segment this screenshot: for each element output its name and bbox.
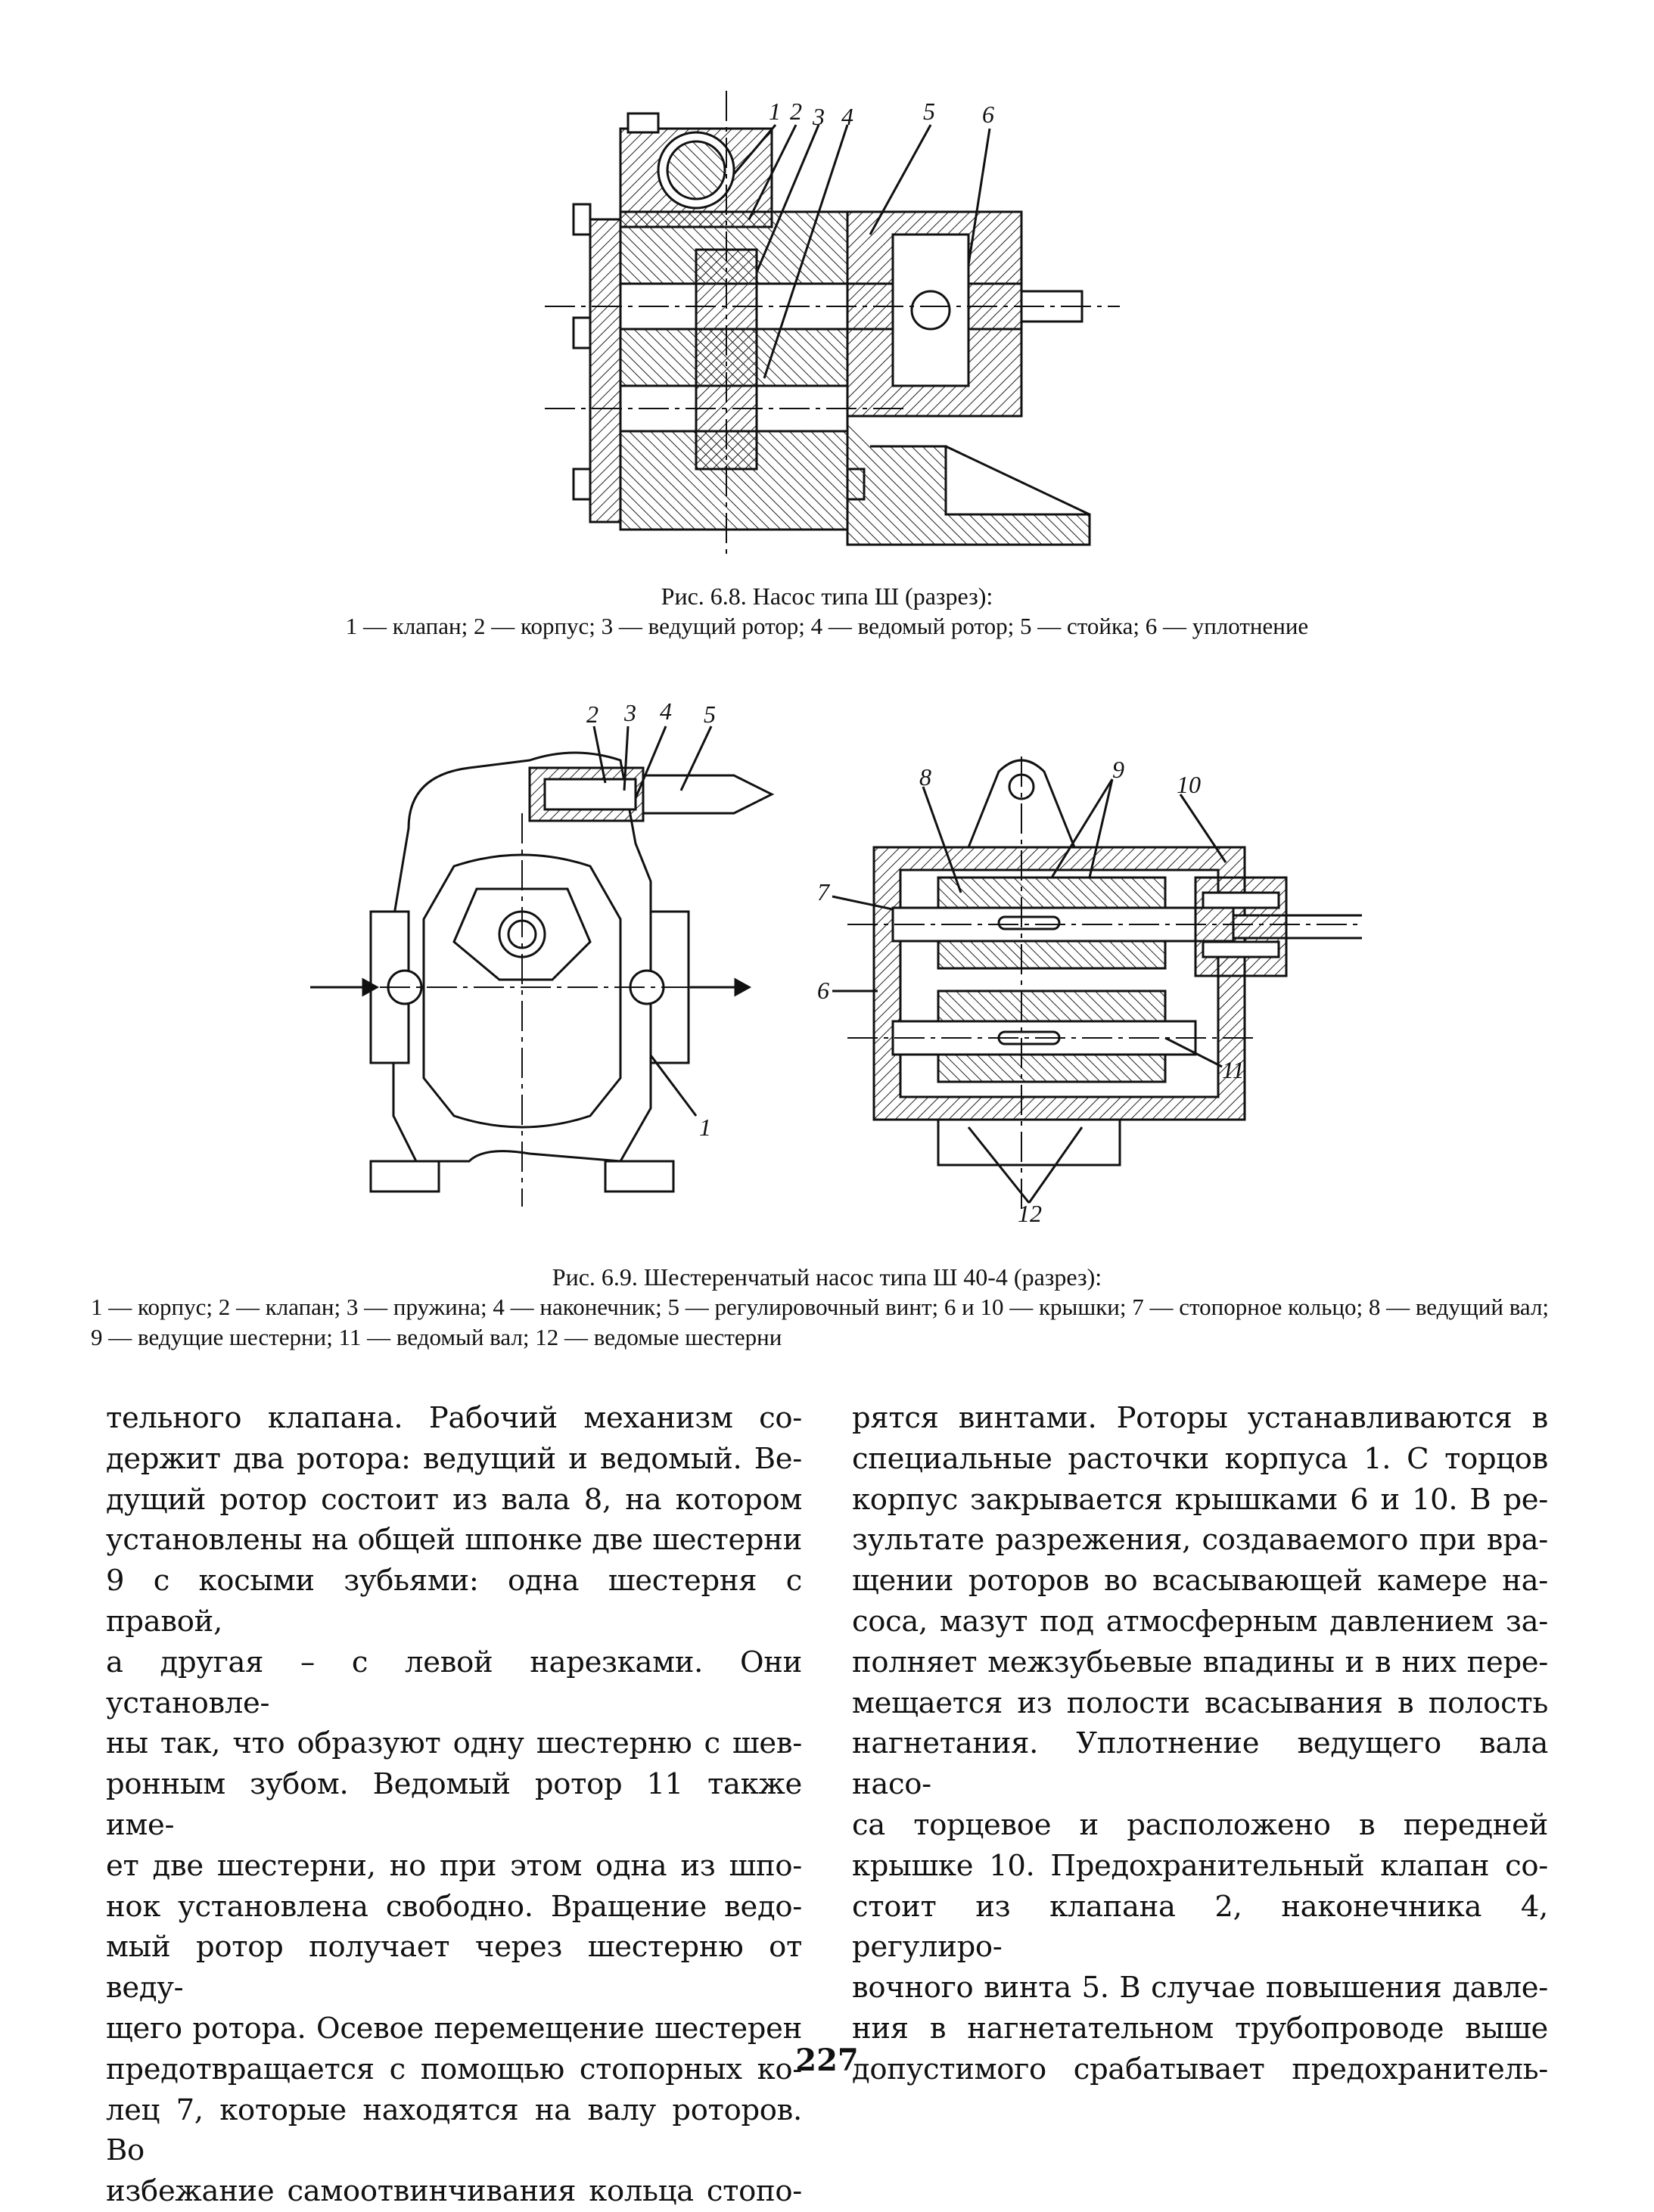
figure-6-8-pump-section: 1 2 3 4 5 6: [545, 91, 1120, 560]
fig2-left-label: 3: [623, 699, 636, 726]
text-line: ет две шестерни, но при этом одна из шпо…: [106, 1848, 802, 1883]
text-line: установлены на общей шпонке две шестерни: [106, 1523, 802, 1558]
text-line: нагнетания. Уплотнение ведущего вала нас…: [852, 1726, 1548, 1802]
right-column: рятся винтами. Роторы устанавливаются в …: [852, 1398, 1548, 2090]
text-line: лец 7, которые находятся на валу роторов…: [106, 2092, 802, 2168]
text-line: избежание самоотвинчивания кольца стопо-: [106, 2174, 802, 2209]
fig2-right-label: 7: [817, 878, 831, 906]
text-line: ния в нагнетательном трубопроводе выше: [852, 2011, 1548, 2046]
text-line: ронным зубом. Ведомый ротор 11 также име…: [106, 1767, 802, 1842]
left-column: тельного клапана. Рабочий механизм со- д…: [106, 1398, 802, 2212]
text-line: 9 с косыми зубьями: одна шестерня с прав…: [106, 1564, 802, 1639]
text-line: корпус закрывается крышками 6 и 10. В ре…: [852, 1482, 1548, 1517]
figure-6-9-pump-front-view: 2 3 4 5 1: [310, 697, 775, 1207]
text-line: стоит из клапана 2, наконечника 4, регул…: [852, 1889, 1548, 1965]
fig2-right-label: 6: [817, 977, 829, 1004]
text-line: ны так, что образуют одну шестерню с шев…: [106, 1726, 802, 1761]
fig2-left-label: 4: [660, 697, 672, 725]
text-line: держит два ротора: ведущий и ведомый. Ве…: [106, 1441, 802, 1476]
text-line: мещается из полости всасывания в полость: [852, 1685, 1548, 1720]
fig2-left-label: 5: [704, 701, 716, 728]
figure-6-9-caption: Рис. 6.9. Шестеренчатый насос типа Ш 40-…: [91, 1262, 1563, 1353]
text-line: тельного клапана. Рабочий механизм со-: [106, 1401, 802, 1435]
fig2-right-label: 9: [1112, 756, 1124, 783]
fig1-label: 5: [923, 98, 935, 125]
body-text-columns: тельного клапана. Рабочий механизм со- д…: [106, 1398, 1548, 2208]
fig2-right-label: 10: [1177, 771, 1201, 798]
fig2-left-label: 1: [699, 1114, 711, 1141]
text-line: соса, мазут под атмосферным давлением за…: [852, 1604, 1548, 1639]
text-line: а другая – с левой нарезками. Они устано…: [106, 1645, 802, 1720]
text-line: вочного винта 5. В случае повышения давл…: [852, 1971, 1548, 2005]
fig1-label: 3: [812, 103, 825, 130]
text-line: дущий ротор состоит из вала 8, на которо…: [106, 1482, 802, 1517]
page-number: 227: [795, 2043, 859, 2078]
fig1-label: 6: [982, 101, 994, 128]
figure-6-8-caption: Рис. 6.8. Насос типа Ш (разрез): 1 — кла…: [91, 581, 1563, 642]
text-line: специальные расточки корпуса 1. С торцов: [852, 1441, 1548, 1476]
figure-caption-legend: 1 — клапан; 2 — корпус; 3 — ведущий рото…: [345, 613, 1309, 639]
text-line: нок установлена свободно. Вращение ведо-: [106, 1889, 802, 1924]
text-line: са торцевое и расположено в передней: [852, 1807, 1548, 1842]
fig2-right-label: 8: [919, 763, 931, 791]
text-line: щего ротора. Осевое перемещение шестерен: [106, 2011, 802, 2046]
figure-caption-title: Рис. 6.8. Насос типа Ш (разрез):: [661, 583, 993, 610]
text-line: допустимого срабатывает предохранитель-: [852, 2052, 1548, 2086]
text-line: предотвращается с помощью стопорных ко-: [106, 2052, 802, 2086]
fig2-left-label: 2: [586, 701, 598, 728]
text-line: рятся винтами. Роторы устанавливаются в: [852, 1401, 1548, 1435]
fig2-right-label: 12: [1018, 1200, 1042, 1226]
fig1-label: 2: [790, 98, 802, 125]
text-line: зультате разрежения, создаваемого при вр…: [852, 1523, 1548, 1558]
figure-caption-legend: 1 — корпус; 2 — клапан; 3 — пружина; 4 —…: [91, 1294, 1550, 1350]
text-line: щении роторов во всасывающей камере на-: [852, 1564, 1548, 1598]
figure-6-9-pump-section: 8 9 10 7 6 11 12: [817, 756, 1362, 1226]
figure-caption-title: Рис. 6.9. Шестеренчатый насос типа Ш 40-…: [552, 1263, 1102, 1291]
fig1-label: 1: [769, 98, 781, 125]
text-line: мый ротор получает через шестерню от вед…: [106, 1930, 802, 2005]
text-line: полняет межзубьевые впадины и в них пере…: [852, 1645, 1548, 1679]
text-line: крышке 10. Предохранительный клапан со-: [852, 1848, 1548, 1883]
fig2-right-label: 11: [1222, 1056, 1245, 1083]
fig1-label: 4: [841, 103, 853, 130]
